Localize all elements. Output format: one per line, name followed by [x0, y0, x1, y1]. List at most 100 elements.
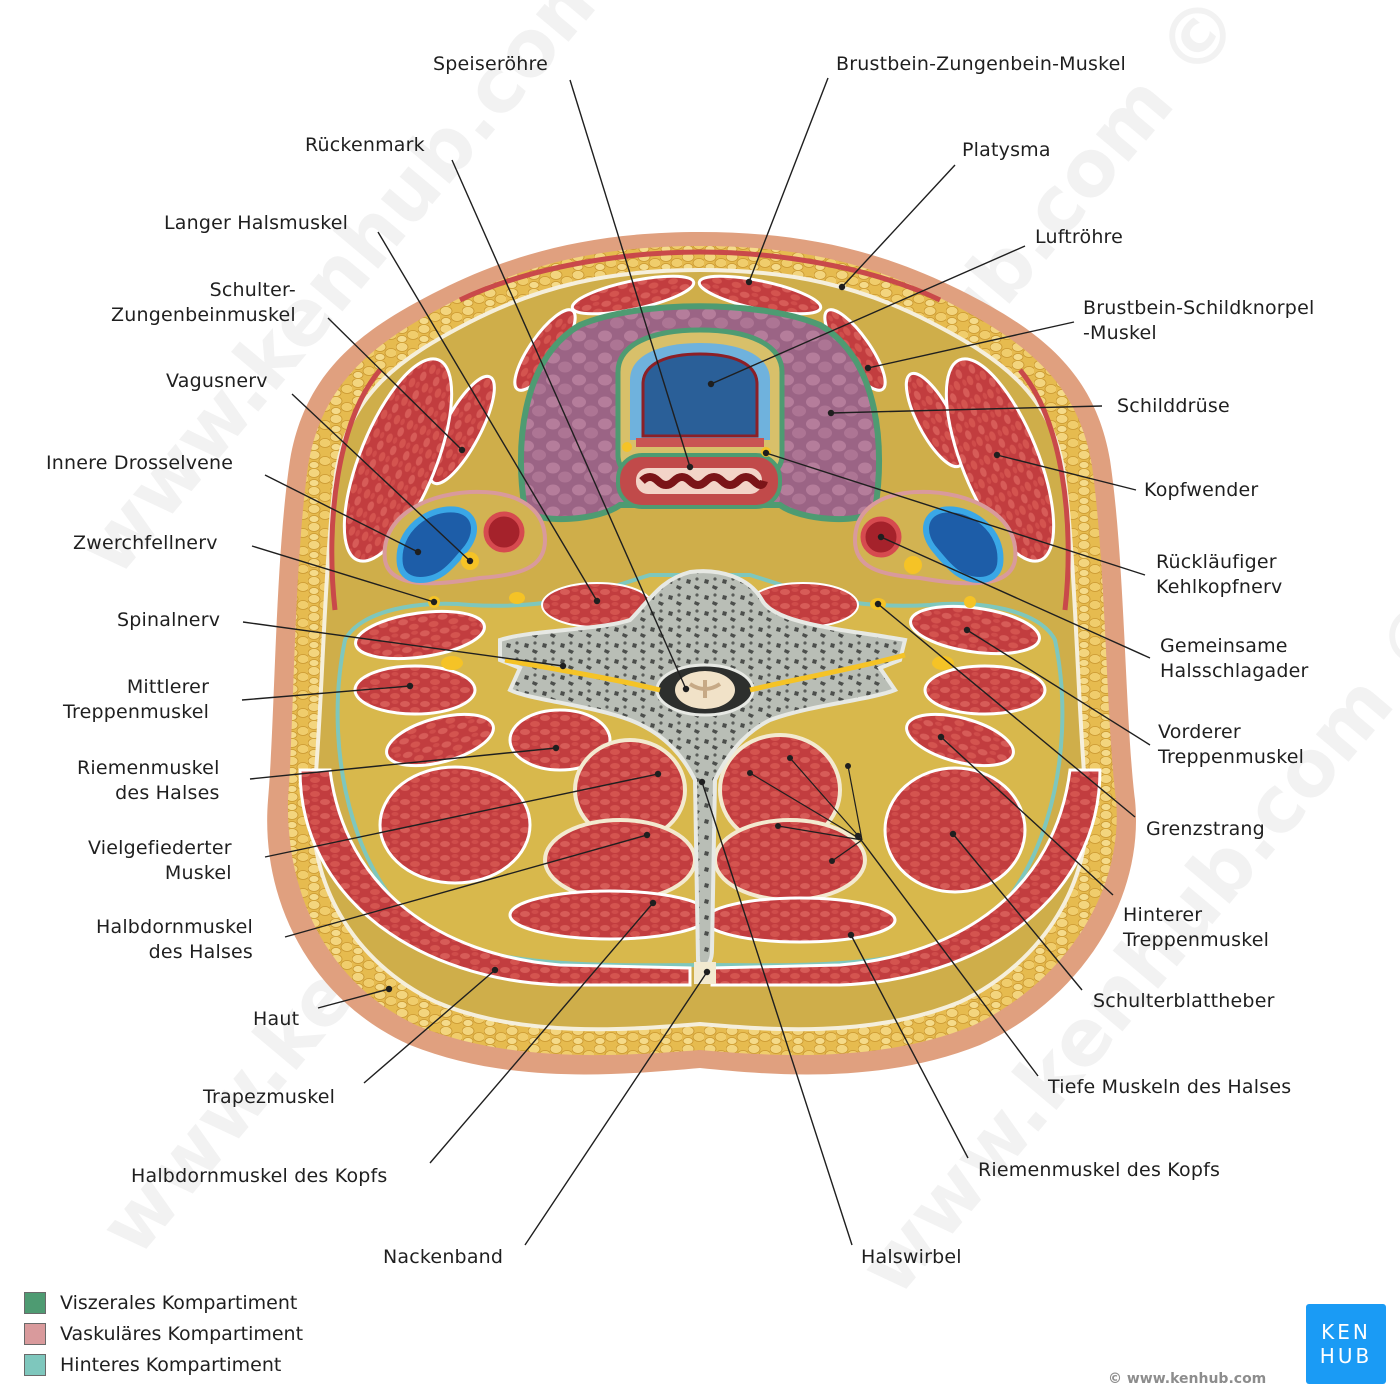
leader-dot-platysma: [838, 283, 846, 291]
legend-label: Viszerales Kompartiment: [60, 1291, 298, 1314]
leader-dot-halswirbel: [698, 778, 706, 786]
platysma-strip: [1018, 368, 1071, 611]
leader-dot-tiefe-muskeln-des-halses-branch: [787, 755, 793, 761]
logo-line-1: KEN: [1321, 1320, 1371, 1344]
leader-line-schulterblattheber: [952, 833, 1083, 991]
legend-item-posterior: Hinteres Kompartiment: [24, 1349, 303, 1380]
levator-scapulae-left: [378, 765, 532, 885]
leader-line-gemeinsame-halsschlagader: [880, 536, 1151, 659]
leader-line-ruecklaeufiger-kehlkopfnerv: [765, 452, 1146, 576]
leader-dot-luftroehre: [707, 380, 715, 388]
splenius-capitis-right: [703, 896, 897, 944]
label-halswirbel: Halswirbel: [861, 1246, 962, 1268]
trapezius-right: [710, 768, 1102, 987]
leader-dot-vielgefiederter-muskel: [654, 770, 662, 778]
label-kopfwender: Kopfwender: [1144, 479, 1259, 501]
sternocleidomastoid-left: [342, 357, 454, 563]
leader-dot-innere-drosselvene: [414, 548, 422, 556]
leader-line-halbdornmuskel-des-kopfs: [429, 902, 654, 1164]
semispinalis-cervicis-right: [713, 818, 867, 902]
copyright-text: © www.kenhub.com: [1108, 1371, 1267, 1387]
leader-dot-halbdornmuskel-des-halses: [643, 831, 651, 839]
label-gemeinsame-halsschlagader: Gemeinsame Halsschlagader: [1160, 635, 1309, 682]
middle-scalene-left: [353, 664, 477, 716]
leader-line-tiefe-muskeln-des-halses-branch: [847, 765, 863, 841]
trachea-membrane: [636, 438, 764, 447]
label-schulter-zungenbeinmuskel: Schulter- Zungenbeinmuskel: [111, 279, 296, 326]
leader-line-brustbein-zungenbein-muskel: [748, 77, 829, 283]
label-ruecklaeufiger-kehlkopfnerv: Rückläufiger Kehlkopfnerv: [1156, 551, 1283, 598]
legend: Viszerales Kompartiment Vaskuläres Kompa…: [24, 1287, 303, 1380]
phrenic-nerve-right: [964, 596, 976, 608]
semispinalis-cervicis-left: [543, 818, 697, 902]
leader-line-kopfwender: [996, 454, 1137, 491]
cervical-vertebra: [498, 569, 908, 969]
leader-line-luftroehre: [710, 245, 1026, 385]
leader-dot-tiefe-muskeln-des-halses-branch: [775, 823, 781, 829]
leader-line-riemenmuskel-des-kopfs: [850, 934, 969, 1159]
common-carotid-artery-left: [483, 511, 525, 553]
leader-dot-schulterblattheber: [949, 830, 957, 838]
nerve-branch-left: [441, 656, 463, 670]
leader-line-trapezmuskel: [363, 969, 496, 1084]
leader-line-schulter-zungenbeinmuskel: [327, 317, 463, 451]
leader-dot-gemeinsame-halsschlagader: [877, 533, 885, 541]
trachea-lumen: [641, 352, 759, 438]
leader-dot-ruecklaeufiger-kehlkopfnerv: [762, 449, 770, 457]
leader-dot-grenzstrang: [874, 600, 882, 608]
leader-dot-haut: [385, 985, 393, 993]
sympathetic-trunk-left: [509, 592, 525, 604]
platysma-strip: [458, 249, 942, 303]
leader-line-rueckenmark: [451, 159, 687, 690]
posterior-scalene-left: [385, 712, 495, 768]
leader-line-halswirbel: [701, 781, 853, 1246]
label-haut: Haut: [253, 1008, 300, 1030]
leader-dot-tiefe-muskeln-des-halses-branch: [747, 770, 753, 776]
legend-swatch: [24, 1353, 46, 1376]
legend-label: Vaskuläres Kompartiment: [60, 1322, 304, 1345]
leader-line-vorderer-treppenmuskel: [966, 629, 1151, 746]
leader-line-speiseroehre: [569, 79, 691, 468]
legend-item-vascular: Vaskuläres Kompartiment: [24, 1318, 303, 1349]
spinal-nerve-right: [749, 652, 906, 693]
leader-dot-riemenmuskel-des-halses: [552, 744, 560, 752]
leader-line-schilddruese: [830, 405, 1103, 414]
leader-dot-tiefe-muskeln-des-halses-branch: [845, 763, 851, 769]
leader-dot-speiseroehre: [686, 463, 694, 471]
label-platysma: Platysma: [962, 139, 1051, 161]
label-vielgefiederter-muskel: Vielgefiederter Muskel: [88, 837, 232, 884]
leader-dot-hinterer-treppenmuskel: [937, 733, 945, 741]
leader-dot-nackenband: [703, 968, 711, 976]
leader-dot-kopfwender: [993, 451, 1001, 459]
legend-swatch: [24, 1291, 46, 1314]
leader-line-hinterer-treppenmuskel: [940, 736, 1114, 896]
semispinalis-capitis-left: [508, 889, 712, 941]
label-grenzstrang: Grenzstrang: [1146, 818, 1265, 840]
esophagus-lumen: [639, 473, 768, 489]
leader-dot-zwerchfellnerv: [430, 598, 438, 606]
levator-scapulae-right: [883, 766, 1027, 894]
leader-dot-schulter-zungenbeinmuskel: [458, 446, 466, 454]
label-brustbein-zungenbein-muskel: Brustbein-Zungenbein-Muskel: [836, 53, 1127, 75]
label-trapezmuskel: Trapezmuskel: [203, 1086, 336, 1108]
leader-line-tiefe-muskeln-des-halses: [857, 835, 1039, 1077]
leader-dot-vagusnerv: [466, 557, 474, 565]
leader-dot-brustbein-schildknorpel-muskel: [864, 364, 872, 372]
leader-dot-halbdornmuskel-des-kopfs: [649, 899, 657, 907]
leader-line-platysma: [841, 164, 956, 288]
kenhub-logo[interactable]: KEN HUB: [1306, 1304, 1386, 1384]
recurrent-laryngeal-nerve-left: [622, 442, 632, 452]
label-schulterblattheber: Schulterblattheber: [1093, 990, 1275, 1012]
label-luftroehre: Luftröhre: [1035, 226, 1124, 248]
leader-line-grenzstrang: [877, 603, 1136, 818]
leader-dot-langer-halsmuskel: [593, 597, 601, 605]
label-riemenmuskel-des-halses: Riemenmuskel des Halses: [77, 757, 220, 804]
leader-line-vielgefiederter-muskel: [264, 773, 659, 858]
internal-jugular-vein-right: [923, 506, 1004, 584]
leader-line-tiefe-muskeln-des-halses-branch: [777, 825, 863, 841]
leader-dot-brustbein-zungenbein-muskel: [745, 278, 753, 286]
internal-jugular-vein-left: [396, 506, 477, 584]
leader-dot-spinalnerv: [559, 662, 567, 670]
